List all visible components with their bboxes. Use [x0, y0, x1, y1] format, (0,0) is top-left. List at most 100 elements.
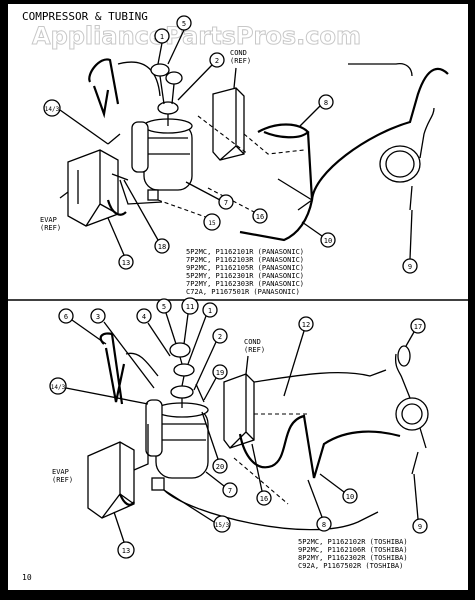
lower-callout-16: 16: [256, 490, 272, 506]
svg-text:1: 1: [160, 33, 164, 41]
upper-callout-16: 16: [252, 208, 268, 224]
svg-text:15/3: 15/3: [215, 522, 230, 529]
upper-callout-10: 10: [320, 232, 336, 248]
lower-diagram: COND (REF) EVAP (REF): [49, 297, 429, 570]
upper-hairpin-tube: [88, 58, 120, 119]
upper-cond-ref: (REF): [230, 57, 251, 65]
lower-callout-5: 5: [156, 298, 172, 314]
svg-text:5: 5: [162, 303, 166, 311]
svg-text:15: 15: [208, 220, 216, 227]
lower-callout-11: 11: [181, 297, 199, 315]
svg-text:2: 2: [215, 57, 219, 65]
lower-callout-8: 8: [316, 516, 332, 532]
svg-text:8P2MY, P1162302R (TOSHIBA): 8P2MY, P1162302R (TOSHIBA): [298, 554, 408, 562]
svg-text:C92A, P1167502R (TOSHIBA): C92A, P1167502R (TOSHIBA): [298, 562, 403, 570]
lower-callout-13: 13: [117, 541, 135, 559]
svg-text:9P2MC, P1162105R (PANASONIC): 9P2MC, P1162105R (PANASONIC): [186, 264, 304, 272]
svg-text:C72A, P1167501R (PANASONIC): C72A, P1167501R (PANASONIC): [186, 288, 300, 296]
upper-compressor: [131, 118, 193, 201]
svg-text:13: 13: [122, 259, 130, 267]
lower-callout-9: 9: [412, 518, 428, 534]
upper-condenser-block: [212, 87, 245, 161]
upper-callout-2: 2: [209, 52, 225, 68]
lower-evap-label: EVAP: [52, 468, 69, 476]
upper-callout-15: 15: [203, 213, 221, 231]
upper-callouts: 5 1 2 8 14/3 7 15 16 18 13 10 9: [43, 15, 418, 274]
svg-text:7P2MY, P1162303R (PANASONIC): 7P2MY, P1162303R (PANASONIC): [186, 280, 304, 288]
lower-evap-ref: (REF): [52, 476, 73, 484]
watermark: AppliancePartsPros.com: [32, 22, 361, 50]
svg-text:8: 8: [322, 521, 326, 529]
upper-evap-label: EVAP: [40, 216, 57, 224]
svg-text:14/3: 14/3: [51, 384, 66, 391]
lower-cond-ref: (REF): [244, 346, 265, 354]
svg-text:17: 17: [414, 323, 422, 331]
lower-callout-19: 19: [212, 364, 228, 380]
svg-text:5: 5: [182, 20, 186, 28]
upper-callout-1: 1: [154, 28, 170, 44]
upper-callout-18: 18: [154, 238, 170, 254]
lower-callout-2: 2: [212, 328, 228, 344]
svg-text:3: 3: [96, 313, 100, 321]
upper-callout-7: 7: [218, 194, 234, 210]
lower-callout-4: 4: [136, 308, 152, 324]
lower-compressor: [145, 399, 209, 491]
lower-callout-17: 17: [410, 318, 426, 334]
lower-callout-12: 12: [298, 316, 314, 332]
upper-callout-9: 9: [402, 258, 418, 274]
upper-cond-label: COND: [230, 49, 247, 57]
svg-text:2: 2: [218, 333, 222, 341]
lower-callout-14: 14/3: [49, 377, 67, 395]
upper-callout-5: 5: [176, 15, 192, 31]
lower-callout-20: 20: [212, 458, 228, 474]
svg-text:13: 13: [122, 547, 130, 555]
lower-capillary-coil: [395, 397, 429, 431]
upper-evap-ref: (REF): [40, 224, 61, 232]
svg-text:20: 20: [216, 463, 224, 471]
upper-callout-8: 8: [318, 94, 334, 110]
svg-text:12: 12: [302, 321, 310, 329]
lower-callout-10: 10: [342, 488, 358, 504]
svg-text:4: 4: [142, 313, 146, 321]
lower-callout-3: 3: [90, 308, 106, 324]
svg-text:6: 6: [64, 313, 68, 321]
svg-text:9: 9: [418, 523, 422, 531]
upper-evaporator-block: [59, 149, 119, 227]
lower-callout-7: 7: [222, 482, 238, 498]
diagram-canvas: AppliancePartsPros.com COMPRESSOR & TUBI…: [8, 10, 468, 582]
lower-cond-label: COND: [244, 338, 261, 346]
page-number: 10: [22, 573, 32, 582]
svg-text:19: 19: [216, 369, 224, 377]
lower-callout-1: 1: [202, 302, 218, 318]
svg-text:16: 16: [256, 213, 264, 221]
svg-text:18: 18: [158, 243, 166, 251]
svg-text:7: 7: [228, 487, 232, 495]
diagram-title: COMPRESSOR & TUBING: [22, 10, 148, 23]
svg-text:11: 11: [186, 303, 194, 311]
svg-text:8: 8: [324, 99, 328, 107]
lower-long-tube: [238, 414, 401, 479]
upper-callout-13: 13: [118, 254, 134, 270]
lower-model-list: 5P2MC, P1162102R (TOSHIBA) 9P2MC, P11621…: [298, 538, 408, 570]
svg-text:1: 1: [208, 307, 212, 315]
svg-text:5P2MC, P1162102R (TOSHIBA): 5P2MC, P1162102R (TOSHIBA): [298, 538, 408, 546]
svg-text:7: 7: [224, 199, 228, 207]
svg-text:5P2MC, P1162101R (PANASONIC): 5P2MC, P1162101R (PANASONIC): [186, 248, 304, 256]
svg-text:16: 16: [260, 495, 268, 503]
upper-diagram: COND (REF) EVAP (R: [40, 15, 449, 296]
upper-long-tube: [306, 67, 449, 201]
svg-text:9: 9: [408, 263, 412, 271]
upper-model-list: 5P2MC, P1162101R (PANASONIC) 7P2MC, P116…: [186, 248, 304, 296]
lower-condenser-block: [223, 373, 255, 449]
svg-text:7P2MC, P1162103R (PANASONIC): 7P2MC, P1162103R (PANASONIC): [186, 256, 304, 264]
svg-text:5P2MY, P1162301R (PANASONIC): 5P2MY, P1162301R (PANASONIC): [186, 272, 304, 280]
svg-text:9P2MC, P1162106R (TOSHIBA): 9P2MC, P1162106R (TOSHIBA): [298, 546, 408, 554]
lower-callout-6: 6: [58, 308, 74, 324]
upper-callout-14: 14/3: [43, 99, 61, 117]
upper-fittings: [150, 63, 183, 126]
lower-callouts: 6 3 4 5 11 1 2 12 17 14/3 19: [49, 297, 428, 559]
svg-text:10: 10: [324, 237, 332, 245]
lower-evaporator-block: [87, 441, 135, 519]
svg-text:14/3: 14/3: [45, 106, 60, 113]
